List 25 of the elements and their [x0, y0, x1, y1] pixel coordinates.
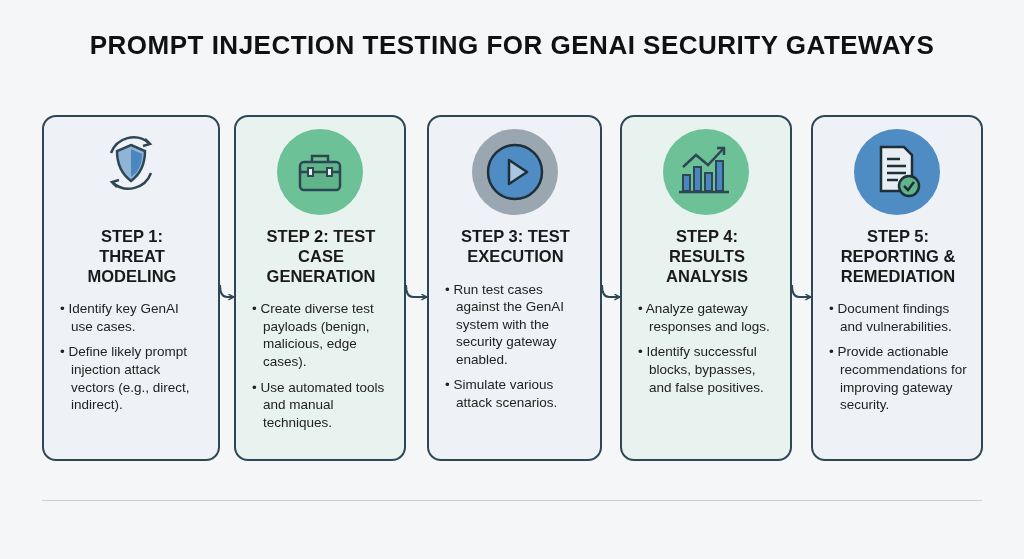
step-card [620, 115, 792, 461]
step-card [811, 115, 983, 461]
bullet-text: • Create diverse test payloads (benign, malicious, edge cases). [252, 300, 375, 371]
arrow [791, 284, 812, 301]
step-card [42, 115, 220, 461]
diagram-title: PROMPT INJECTION TESTING FOR GENAI SECURITY GATEWAYS [89, 30, 935, 61]
bullet-text: • Use automated tools and manual techniques. [252, 378, 386, 432]
bullet-text: • Analyze gateway responses and logs. [638, 300, 771, 336]
bullet-text: • Simulate various attack scenarios. [445, 376, 559, 412]
step-heading: STEP 3: TEST EXECUTION [460, 227, 571, 267]
arrow [405, 284, 428, 301]
step-card [427, 115, 602, 461]
bullet-text: • Identify successful blocks, bypasses, and false positives. [638, 343, 765, 397]
step-heading: STEP 1: THREAT MODELING [86, 227, 178, 287]
step-card [234, 115, 406, 461]
step-heading: STEP 2: TEST CASE GENERATION [265, 227, 377, 287]
arrow [601, 284, 621, 301]
step-heading: STEP 4: RESULTS ANALYSIS [665, 227, 749, 287]
bullet-text: • Identify key GenAI use cases. [60, 300, 180, 336]
step-heading: STEP 5: REPORTING & REMEDIATION [839, 227, 957, 287]
arrow [219, 284, 235, 301]
bullet-text: • Run test cases against the GenAI system with the security gateway enabled. [445, 280, 566, 369]
bullet-text: • Define likely prompt injection attack vectors (e.g., direct, indirect). [60, 343, 191, 414]
bullet-text: • Provide actionable recommendations for improving gateway security. [829, 343, 967, 414]
bullet-text: • Document findings and vulnerabilities. [829, 300, 953, 336]
